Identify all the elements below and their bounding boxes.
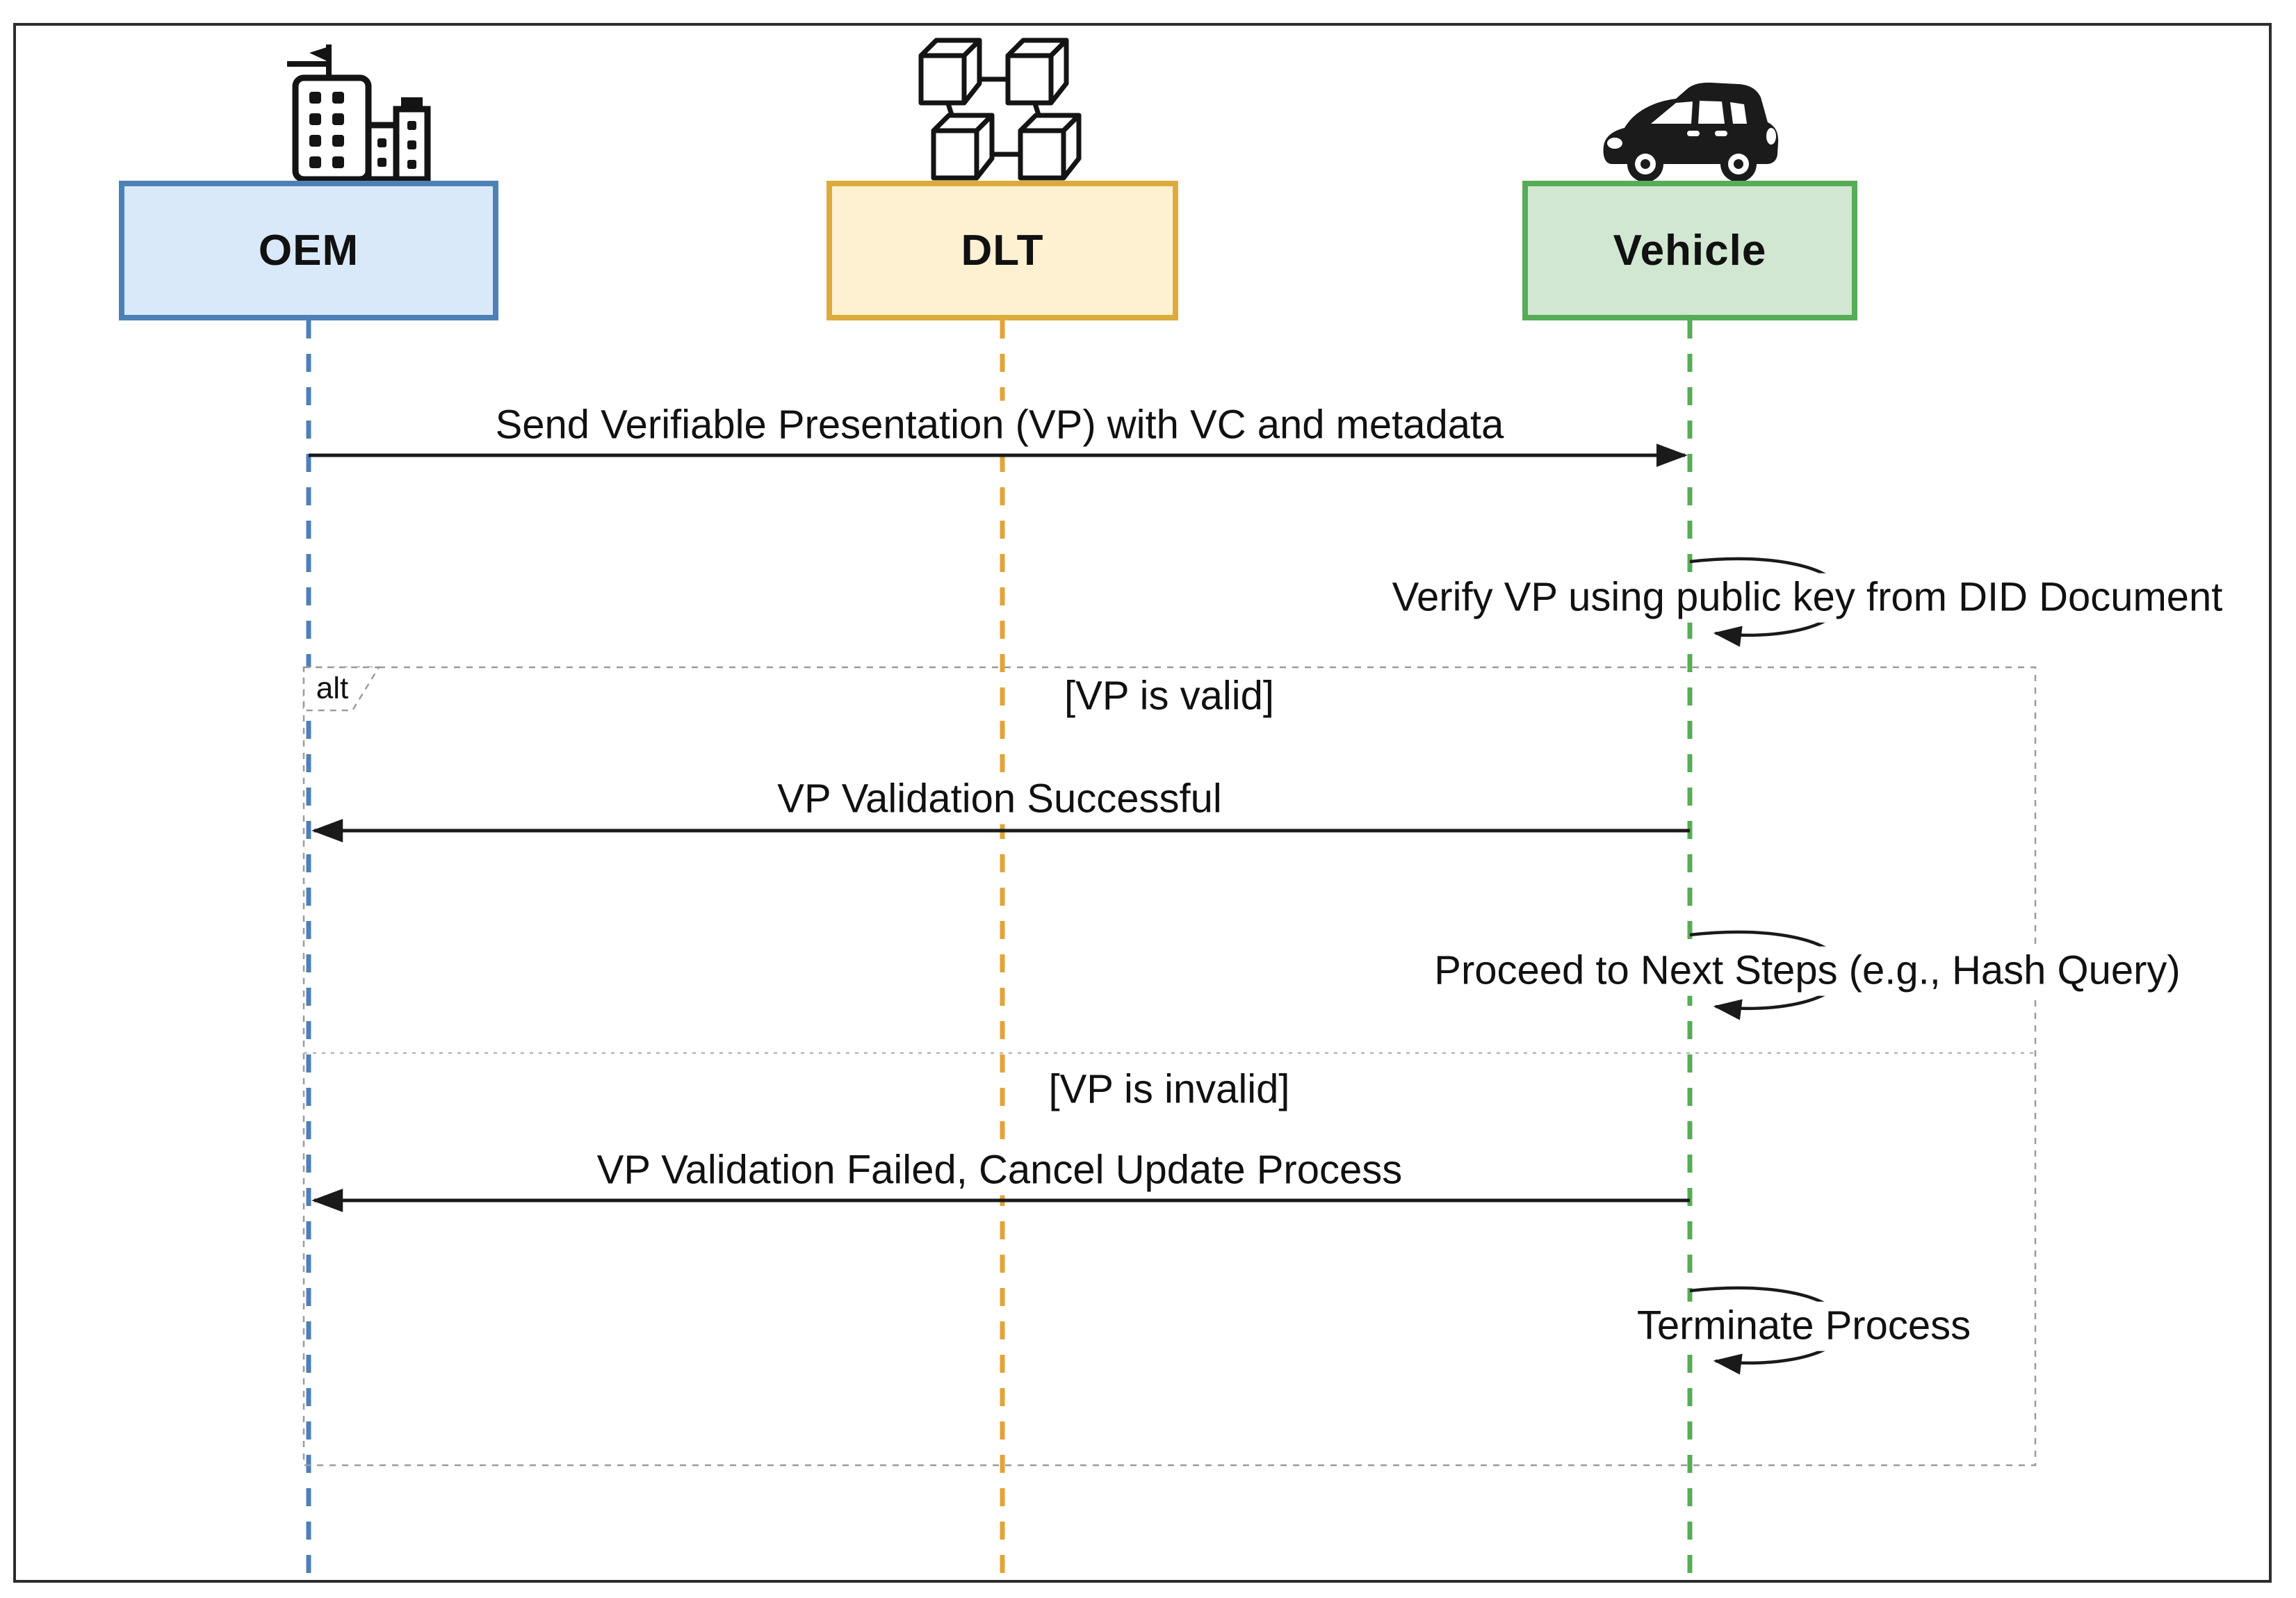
actor-label-oem: OEM: [258, 227, 359, 275]
self-message-label-verify-vp: Verify VP using public key from DID Docu…: [1385, 573, 2230, 623]
actor-box-oem: OEM: [119, 181, 498, 320]
self-message-label-terminate-process: Terminate Process: [1629, 1301, 1978, 1351]
alt-operator-pentagon: [302, 666, 381, 712]
actor-label-vehicle: Vehicle: [1613, 227, 1767, 275]
guard-label-vp-valid: [VP is valid]: [1057, 671, 1281, 721]
guard-label-vp-invalid: [VP is invalid]: [1041, 1065, 1297, 1115]
message-label-validation-successful: VP Validation Successful: [770, 774, 1229, 824]
car-icon: [1603, 82, 1779, 182]
building-antenna-icon: [287, 44, 431, 183]
self-message-label-proceed-next-steps: Proceed to Next Steps (e.g., Hash Query): [1427, 946, 2188, 996]
actor-box-dlt: DLT: [827, 181, 1178, 320]
diagram-outer-border: [13, 23, 2272, 1583]
message-label-send-vp: Send Verifiable Presentation (VP) with V…: [488, 400, 1511, 450]
actor-label-dlt: DLT: [961, 227, 1044, 275]
actor-box-vehicle: Vehicle: [1522, 181, 1857, 320]
alt-frame: [302, 666, 2037, 1467]
blockchain-cubes-icon: [921, 40, 1079, 178]
alt-operator-label: alt: [316, 671, 349, 706]
message-label-validation-failed: VP Validation Failed, Cancel Update Proc…: [589, 1145, 1410, 1196]
